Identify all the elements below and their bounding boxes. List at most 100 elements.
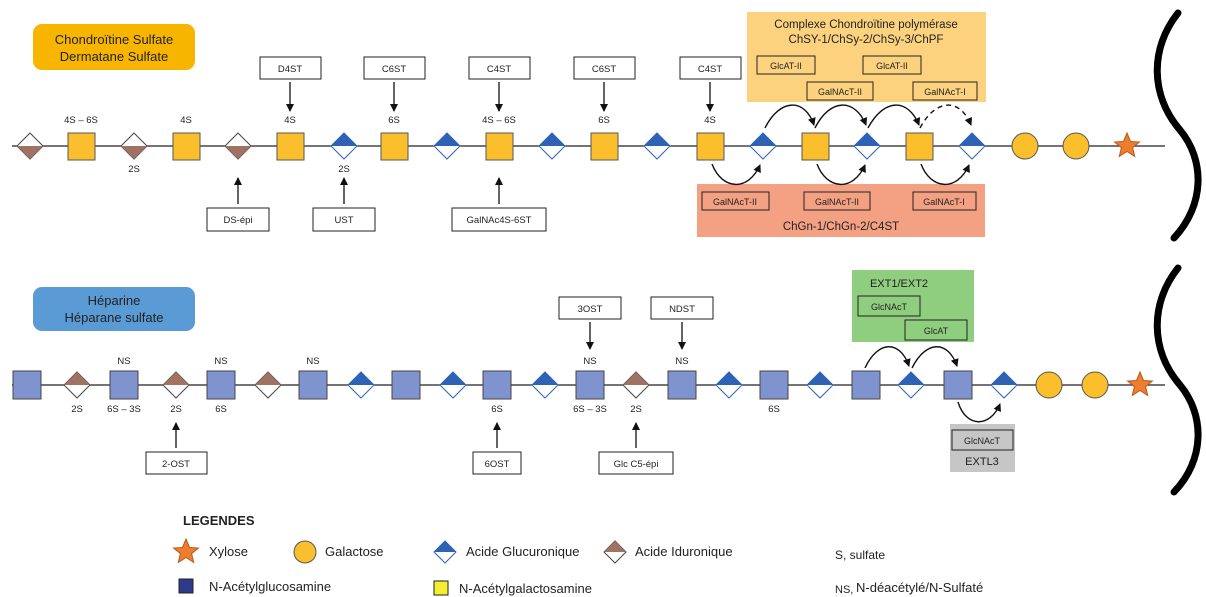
ext-complex-label: EXT1/EXT2 xyxy=(870,278,928,290)
glucuronic-acid-fill xyxy=(434,133,460,146)
polymerase-arrow xyxy=(867,104,921,129)
chgn-arrow xyxy=(920,163,970,186)
galactose-legend-icon xyxy=(293,540,317,564)
cs-bottom-enzyme-box xyxy=(206,207,270,232)
cs-top-enzyme-label: C6ST xyxy=(592,64,616,75)
chgn-enzyme-label: GalNAcT-I xyxy=(923,197,965,207)
cs-top-enzyme-label: C4ST xyxy=(487,64,511,75)
poly-enzyme-box xyxy=(862,55,922,75)
cs-sulfation-label: 4S – 6S xyxy=(64,115,98,126)
glucuronic-acid-fill xyxy=(750,133,776,146)
chgn-complex-label: ChGn-1/ChGn-2/C4ST xyxy=(783,221,899,233)
extl3-enzyme-label: GlcNAcT xyxy=(964,436,1001,446)
cs-sulfation-label: 4S – 6S xyxy=(482,115,516,126)
hs-sulfation-label: NS xyxy=(306,356,319,367)
chgn-arrow xyxy=(711,163,761,186)
galactose-circle xyxy=(1035,371,1063,399)
glucuronic-acid-fill xyxy=(331,133,357,146)
hs-sulfation-label: 2S xyxy=(170,404,182,415)
polymerase-arrow xyxy=(764,104,816,129)
glcnac-square xyxy=(575,370,605,400)
cs-sulfation-label: 2S xyxy=(338,164,350,175)
hs-sulfation-label: NS xyxy=(583,356,596,367)
cs-sulfation-label: 6S xyxy=(388,115,400,126)
hs-sulfation-label: 6S xyxy=(768,404,780,415)
chgn-arrow xyxy=(816,163,866,186)
cs-top-enzyme-box xyxy=(679,56,742,80)
glucuronic-legend-fill xyxy=(434,541,456,552)
polymerase-label-line1: Complexe Chondroïtine polymérase xyxy=(774,19,957,31)
cs-top-enzyme-box xyxy=(468,56,531,80)
galactose-circle xyxy=(1081,371,1109,399)
legend-title: LEGENDES xyxy=(183,513,255,528)
hs-title-line1: Héparine xyxy=(88,293,141,308)
glcnac-square xyxy=(109,370,139,400)
glcnac-square xyxy=(851,370,881,400)
glucuronic-acid-fill xyxy=(644,133,670,146)
hs-sulfation-label: 6S xyxy=(215,404,227,415)
poly-enzyme-label: GlcAT-II xyxy=(770,61,802,71)
glcnac-square xyxy=(759,370,789,400)
iduronic-acid-fill xyxy=(225,146,251,159)
poly-enzyme-label: GlcAT-II xyxy=(876,61,908,71)
galactose-circle xyxy=(1062,132,1090,160)
cs-top-enzyme-box xyxy=(259,56,322,80)
polymerase-arrow-dashed xyxy=(919,104,973,129)
ext-enzyme-label: GlcNAcT xyxy=(871,302,908,312)
extl3-box xyxy=(950,424,1015,472)
poly-enzyme-box xyxy=(912,81,978,101)
glcnac-square xyxy=(482,370,512,400)
poly-enzyme-box xyxy=(756,55,816,75)
glucuronic-acid-fill xyxy=(991,372,1017,385)
galnac-square xyxy=(590,132,619,161)
hs-title-line2: Héparane sulfate xyxy=(64,310,163,325)
cs-top-enzyme-label: D4ST xyxy=(278,64,302,75)
iduronic-acid-fill xyxy=(121,146,147,159)
legend-glucuronic-label: Acide Glucuronique xyxy=(466,544,579,559)
hs-bottom-enzyme-label: 2-OST xyxy=(162,459,190,470)
extl3-label: EXTL3 xyxy=(965,456,999,468)
polymerase-complex-box xyxy=(747,12,986,102)
glcnac-square xyxy=(206,370,236,400)
chgn-enzyme-box xyxy=(912,191,977,211)
legend-sulfate-label: S, sulfate xyxy=(835,548,885,562)
poly-enzyme-label: GalNAcT-II xyxy=(818,87,862,97)
galnac-square xyxy=(380,132,409,161)
cs-sulfation-label: 6S xyxy=(598,115,610,126)
glucuronic-acid-fill xyxy=(532,372,558,385)
hs-sulfation-label: 6S – 3S xyxy=(107,404,141,415)
hs-sulfation-label: NS xyxy=(214,356,227,367)
hs-bottom-enzyme-box xyxy=(472,451,522,475)
hs-sulfation-label: 2S xyxy=(71,404,83,415)
poly-enzyme-box xyxy=(806,81,874,101)
hs-sulfation-label: 6S – 3S xyxy=(573,404,607,415)
iduronic-acid-fill xyxy=(163,372,189,385)
cs-top-enzyme-label: C4ST xyxy=(698,64,722,75)
cs-title-line2: Dermatane Sulfate xyxy=(60,49,168,64)
hs-top-enzyme-label: NDST xyxy=(669,304,695,315)
legend-glcnac-label: N-Acétylglucosamine xyxy=(209,579,331,594)
galnac-square xyxy=(905,132,934,161)
iduronic-acid-fill xyxy=(623,372,649,385)
legend-xylose-label: Xylose xyxy=(209,544,248,559)
hs-bottom-enzyme-box xyxy=(598,451,674,475)
glcnac-square xyxy=(667,370,697,400)
ext-arrow xyxy=(911,346,959,369)
hs-sulfation-label: NS xyxy=(675,356,688,367)
hs-bottom-enzyme-box xyxy=(145,451,208,475)
glcnac-square xyxy=(12,370,42,400)
cs-top-enzyme-box xyxy=(363,56,426,80)
glucuronic-acid-fill xyxy=(807,372,833,385)
chgn-enzyme-label: GalNAcT-II xyxy=(713,197,757,207)
glcnac-square xyxy=(943,370,973,400)
membrane-wave xyxy=(1153,9,1202,242)
ext-enzyme-label: GlcAT xyxy=(924,326,949,336)
galactose-circle xyxy=(1011,132,1039,160)
legend-iduronic-label: Acide Iduronique xyxy=(635,544,733,559)
glucuronic-acid-fill xyxy=(854,133,880,146)
cs-bottom-enzyme-box xyxy=(312,207,376,232)
legend-galactose-label: Galactose xyxy=(325,544,384,559)
hs-bottom-enzyme-label: 6OST xyxy=(485,459,510,470)
xylose-star xyxy=(1126,370,1154,397)
